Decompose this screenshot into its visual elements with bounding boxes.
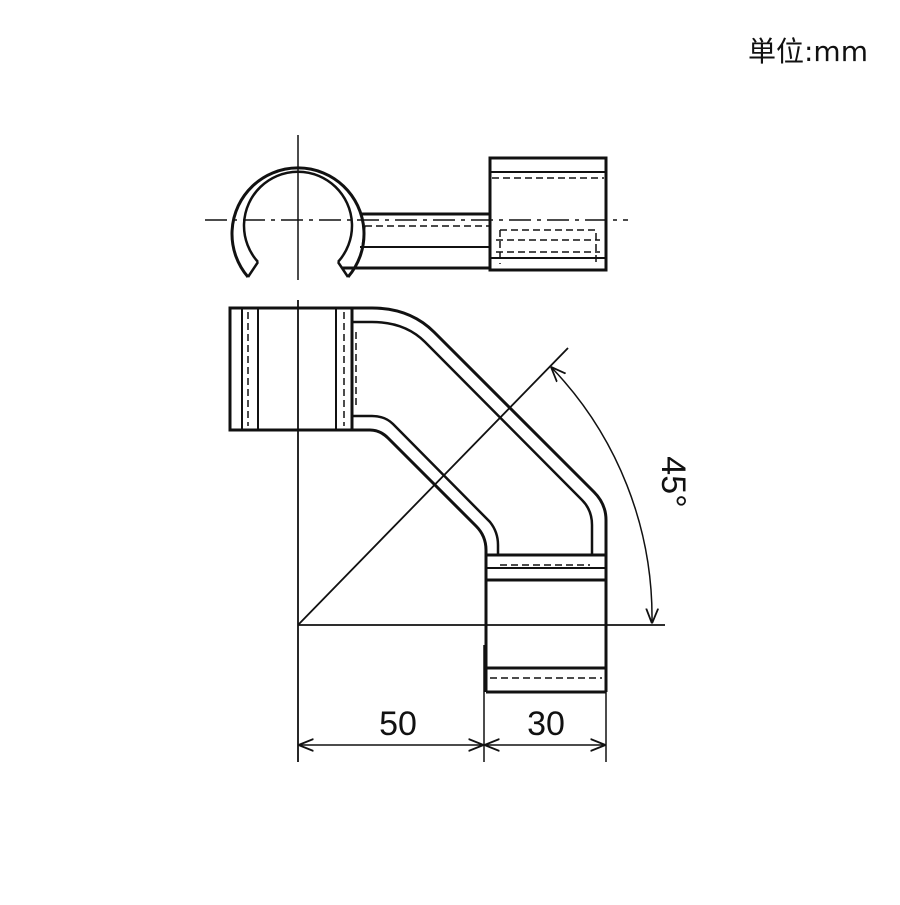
dimension-label-50: 50 (379, 705, 417, 743)
angle-label: 45° (654, 456, 692, 507)
angle-reference-line (297, 347, 569, 626)
arm-hidden-line (361, 225, 490, 248)
sleeve-hidden-inner (496, 229, 600, 264)
front-view (228, 300, 665, 762)
arm-inner-edge-lower (352, 414, 500, 555)
clamp-ring-end-left (246, 261, 260, 278)
sleeve-top-view (488, 156, 608, 272)
left-collar (228, 306, 354, 432)
arm-lower-edge (352, 428, 488, 565)
clamp-ring-outer (230, 166, 366, 278)
angle-arc (552, 368, 652, 622)
top-view (205, 135, 628, 280)
dimension-label-30: 30 (527, 705, 565, 743)
unit-label: 単位:mm (748, 35, 868, 68)
clamp-ring-inner (242, 170, 354, 263)
arm-outer-edge (352, 306, 608, 565)
